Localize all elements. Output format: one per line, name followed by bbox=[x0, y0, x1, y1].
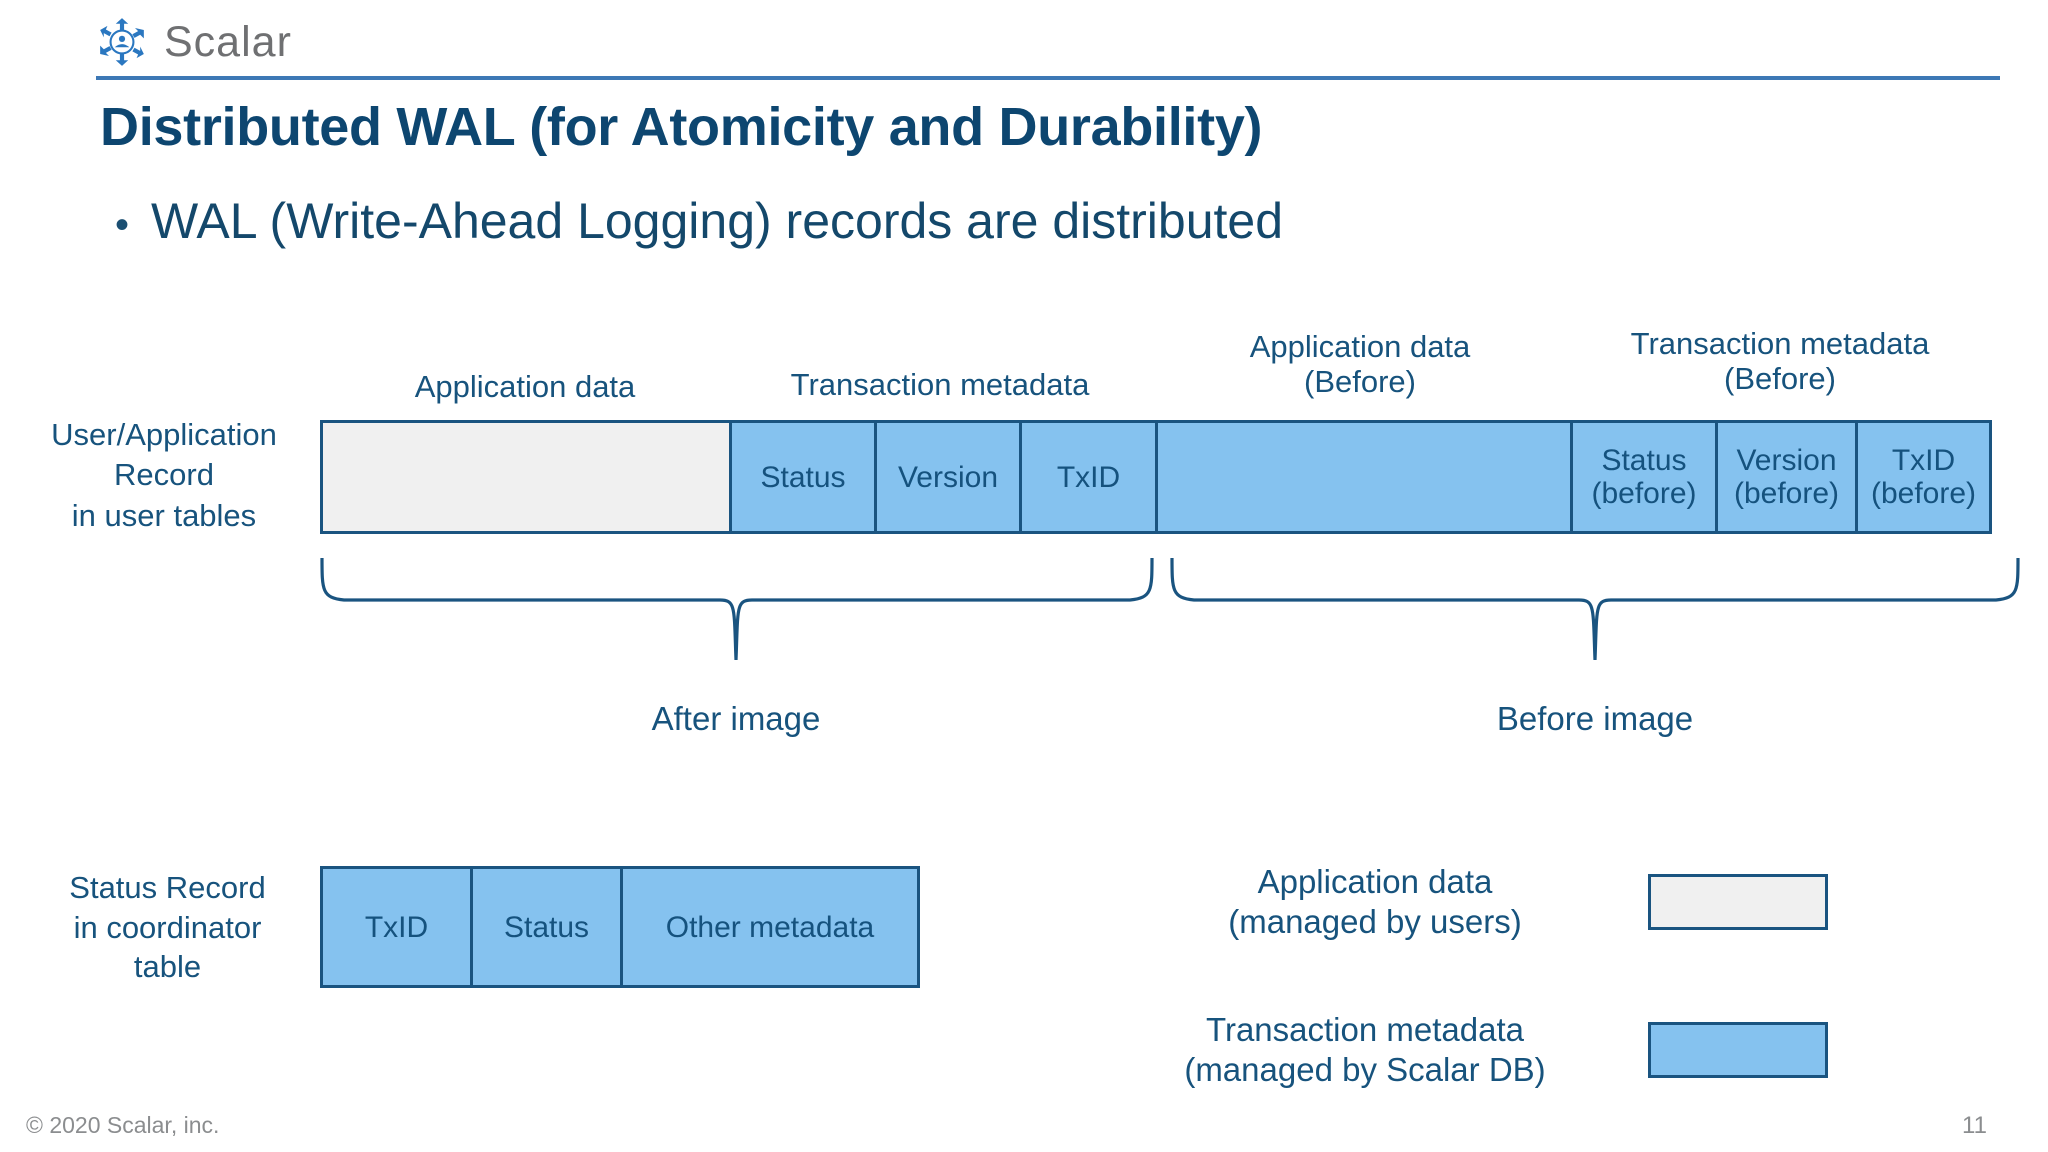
brand-name: Scalar bbox=[164, 17, 292, 66]
legend-swatch-transaction-metadata bbox=[1648, 1022, 1828, 1079]
cell-line-2: (before) bbox=[1591, 477, 1697, 510]
record-cell-status[interactable]: Status bbox=[732, 423, 877, 531]
bullet-item: • WAL (Write-Ahead Logging) records are … bbox=[115, 192, 1283, 250]
legend-swatch-application-data bbox=[1648, 874, 1828, 931]
caption-line-2: in coordinator bbox=[73, 909, 262, 945]
label-line-2: (Before) bbox=[1724, 360, 1836, 396]
legend-line-1: Application data bbox=[1257, 863, 1493, 900]
label-line-2: (Before) bbox=[1304, 363, 1416, 399]
label-line-1: Transaction metadata bbox=[1630, 326, 1930, 361]
caption-line-3: table bbox=[133, 949, 202, 985]
record-left-caption: User/Application Record in user tables bbox=[14, 415, 314, 536]
after-image-label: After image bbox=[651, 700, 821, 737]
user-application-record-bar: Status Version TxID Status (before) Vers… bbox=[320, 420, 1992, 534]
status-record-bar: TxID Status Other metadata bbox=[320, 866, 920, 988]
caption-line-1: Status Record bbox=[69, 870, 266, 905]
legend-label: Transaction metadata (managed by Scalar … bbox=[1140, 1010, 1590, 1091]
record-cell-application-data-before[interactable] bbox=[1158, 423, 1573, 531]
record-cell-version[interactable]: Version bbox=[877, 423, 1022, 531]
copyright-text: © 2020 Scalar, inc. bbox=[26, 1112, 220, 1138]
record-top-label-transaction-metadata-before: Transaction metadata (Before) bbox=[1565, 326, 1995, 396]
bullet-text: WAL (Write-Ahead Logging) records are di… bbox=[151, 193, 1284, 249]
cell-line-1: Status bbox=[1601, 444, 1687, 477]
image-span-braces bbox=[320, 557, 2020, 661]
legend-application-data: Application data (managed by users) bbox=[1160, 862, 1828, 943]
before-image-brace bbox=[1170, 557, 2020, 661]
caption-line-3: in user tables bbox=[71, 497, 257, 533]
record-cell-version-before[interactable]: Version (before) bbox=[1718, 423, 1858, 531]
record-top-label-application-data-before: Application data (Before) bbox=[1150, 329, 1570, 399]
cell-line-2: (before) bbox=[1870, 477, 1977, 510]
cell-line-1: Version bbox=[1736, 444, 1837, 477]
legend-label: Application data (managed by users) bbox=[1160, 862, 1590, 943]
cell-line-2: (before) bbox=[1733, 477, 1840, 510]
status-cell-txid[interactable]: TxID bbox=[323, 869, 473, 985]
label-line-1: Application data bbox=[1249, 329, 1471, 364]
record-cell-txid[interactable]: TxID bbox=[1022, 423, 1158, 531]
scalar-hexagon-logo-icon bbox=[96, 16, 148, 68]
page-number: 11 bbox=[1962, 1112, 1987, 1139]
legend-transaction-metadata: Transaction metadata (managed by Scalar … bbox=[1140, 1010, 1828, 1091]
bullet-marker-icon: • bbox=[115, 203, 130, 247]
status-cell-status[interactable]: Status bbox=[473, 869, 623, 985]
record-cell-application-data[interactable] bbox=[323, 423, 732, 531]
caption-line-1: User/Application bbox=[51, 417, 277, 452]
status-record-left-caption: Status Record in coordinator table bbox=[35, 868, 300, 987]
record-top-label-application-data: Application data bbox=[414, 369, 636, 404]
cell-line-1: TxID bbox=[1891, 444, 1956, 477]
after-image-brace bbox=[320, 557, 1154, 661]
header-divider bbox=[96, 76, 2000, 80]
legend-line-2: (managed by users) bbox=[1228, 903, 1522, 941]
record-cell-txid-before[interactable]: TxID (before) bbox=[1858, 423, 1989, 531]
record-cell-status-before[interactable]: Status (before) bbox=[1573, 423, 1718, 531]
caption-line-2: Record bbox=[114, 457, 214, 493]
page-title: Distributed WAL (for Atomicity and Durab… bbox=[100, 97, 1263, 157]
before-image-label: Before image bbox=[1496, 700, 1694, 737]
legend-line-2: (managed by Scalar DB) bbox=[1184, 1051, 1546, 1089]
legend-line-1: Transaction metadata bbox=[1206, 1011, 1524, 1048]
brand-logo: Scalar bbox=[96, 16, 292, 68]
record-top-label-transaction-metadata: Transaction metadata bbox=[790, 367, 1090, 402]
status-cell-other-metadata[interactable]: Other metadata bbox=[623, 869, 917, 985]
